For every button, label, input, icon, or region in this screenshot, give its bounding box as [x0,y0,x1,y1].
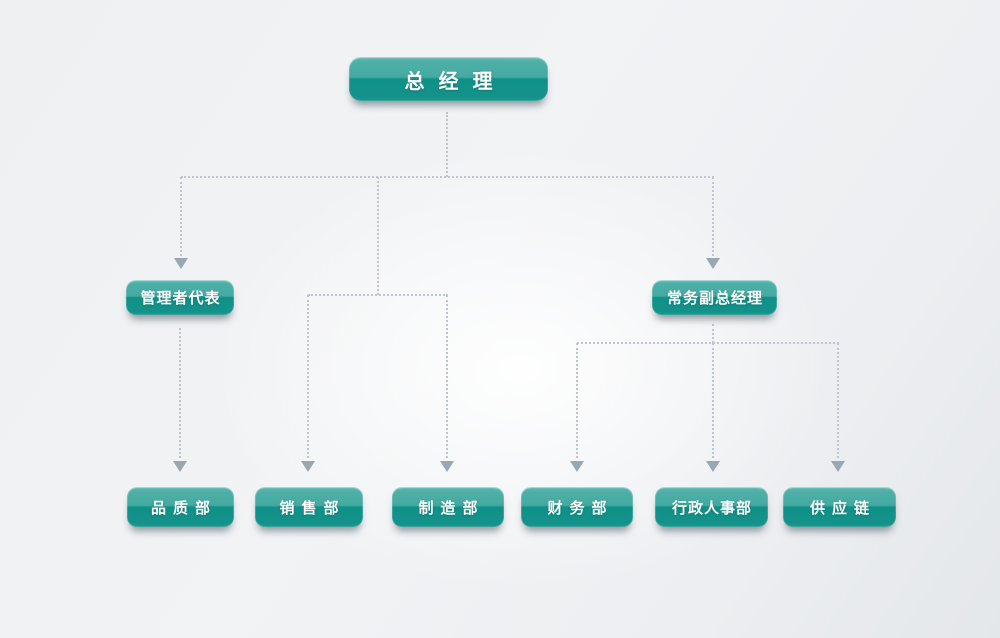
org-node-label: 制造部 [418,498,485,517]
org-node-quality-dept: 品质部 [127,487,234,527]
org-node-admin-hr-dept: 行政人事部 [655,487,768,527]
org-node-label: 常务副总经理 [666,289,763,307]
connector-to-management-representative [180,177,182,256]
arrow-down-icon [301,461,315,472]
connector-to-finance-dept [576,343,578,458]
connector-to-quality-dept [179,328,181,458]
org-node-sales-dept: 销售部 [255,487,363,527]
connector-to-admin-hr-dept [712,343,714,458]
connector-executive-branch-horizontal [577,342,839,344]
arrow-down-icon [831,461,845,472]
arrow-down-icon [440,461,454,472]
arrow-down-icon [706,258,720,269]
arrow-down-icon [174,258,188,269]
connector-to-sales-dept [307,295,309,458]
org-node-executive-deputy-general-manager: 常务副总经理 [652,280,777,315]
connector-to-supply-chain [837,343,839,458]
org-node-manufacturing-dept: 制造部 [392,487,504,527]
org-node-label: 销售部 [279,498,346,517]
org-node-label: 品质部 [150,498,217,517]
org-node-general-manager: 总经理 [349,57,548,101]
connector-root-down [446,112,448,177]
org-node-label: 财务部 [547,498,614,517]
org-node-supply-chain: 供应链 [783,487,896,527]
arrow-down-icon [706,461,720,472]
arrow-down-icon [570,461,584,472]
org-node-management-representative: 管理者代表 [126,280,234,315]
org-node-label: 行政人事部 [671,498,752,517]
connector-sales-manufacturing-horizontal [308,294,448,296]
org-node-finance-dept: 财务部 [521,487,633,527]
connector-to-executive-deputy [712,177,714,256]
connector-mid-down [377,177,379,295]
org-node-label: 供应链 [809,498,876,517]
org-node-label: 总经理 [404,68,507,93]
org-node-label: 管理者代表 [140,289,221,307]
arrow-down-icon [173,461,187,472]
connector-main-horizontal [181,176,714,178]
connector-executive-deputy-down [712,324,714,343]
connector-to-manufacturing-dept [446,295,448,458]
